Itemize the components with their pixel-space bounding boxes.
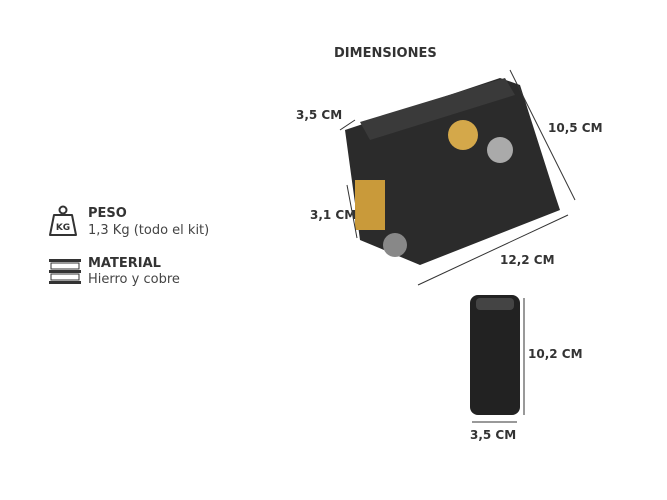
weight-icon-text: KG <box>56 223 70 233</box>
spec-value-weight: 1,3 Kg (todo el kit) <box>88 223 210 238</box>
lock-width-label: 12,2 CM <box>500 253 555 267</box>
round-bolt <box>383 233 407 257</box>
push-button <box>487 137 513 163</box>
lock-depth-label: 3,5 CM <box>296 108 343 122</box>
weight-icon: KG <box>48 205 78 237</box>
keeper-height-label: 10,2 CM <box>528 347 583 361</box>
keeper <box>470 295 520 415</box>
material-icon <box>48 258 82 286</box>
page-title: DIMENSIONES <box>334 46 437 61</box>
key-cylinder <box>448 120 478 150</box>
dimension-lines <box>339 69 576 423</box>
latch-bolt <box>355 180 385 230</box>
spec-label-material: MATERIAL <box>88 256 161 271</box>
lock-body <box>345 78 560 265</box>
spec-value-material: Hierro y cobre <box>88 272 180 287</box>
keeper-width-label: 3,5 CM <box>470 428 517 442</box>
spec-label-weight: PESO <box>88 206 127 221</box>
cylinder-label: 3,1 CM <box>310 208 357 222</box>
lock-height-label: 10,5 CM <box>548 121 603 135</box>
